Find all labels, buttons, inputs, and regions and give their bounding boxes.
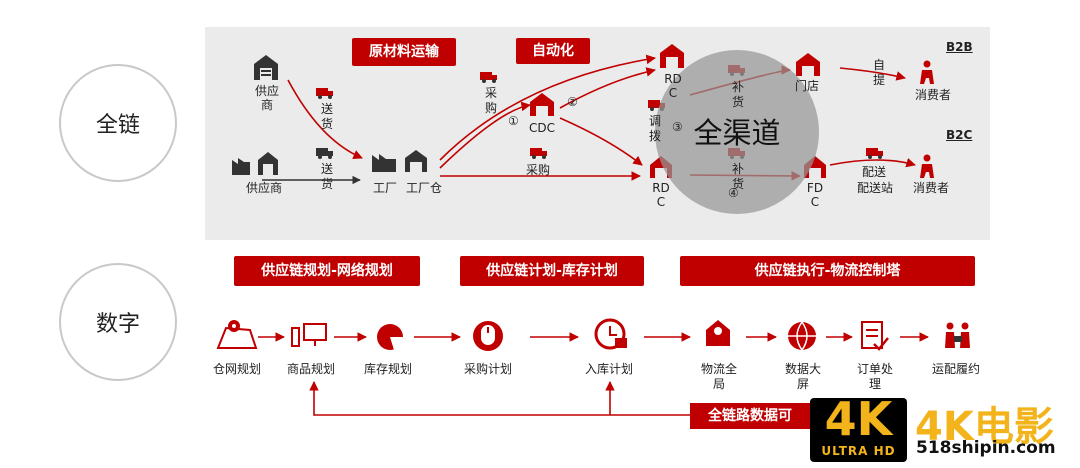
label-b2c: B2C — [946, 128, 973, 142]
omnichannel-circle — [655, 50, 819, 214]
label-rdc-bottom: RDC — [652, 181, 670, 209]
arrow-cdc-to-rdc-top — [559, 67, 656, 109]
envelope-icon — [706, 320, 730, 346]
label-delivery: 配送 — [862, 165, 887, 179]
supply-chain-panel — [205, 27, 990, 240]
monitor-icon — [291, 323, 327, 347]
label-transfer: 调拨 — [648, 114, 661, 143]
tag-raw-material-transport: 原材料运输 — [352, 38, 456, 66]
map-pin-icon — [216, 320, 258, 349]
label-num2: ② — [567, 95, 578, 109]
truck-icon — [316, 88, 333, 99]
tag-supply-chain-execution: 供应链执行-物流控制塔 — [680, 256, 975, 286]
arrow-store-to-consumer — [839, 67, 906, 81]
label-replenish-bottom: 补货 — [731, 162, 744, 191]
label-consumer-top: 消费者 — [915, 88, 952, 102]
label-replenish-top: 补货 — [731, 80, 744, 109]
label-factory-warehouse: 工厂仓 — [406, 181, 443, 195]
truck-icon — [316, 148, 333, 159]
truck-icon — [866, 148, 883, 159]
people-icon — [945, 322, 970, 348]
label-self-pickup: 自提 — [872, 58, 885, 87]
arrow-fdc-to-consumer — [829, 158, 916, 168]
label-num1: ① — [508, 114, 519, 128]
feedback-arrow-product — [309, 381, 690, 416]
label-rdc-top: RDC — [664, 72, 682, 100]
flow-label-order-processing: 订单处理 — [856, 362, 893, 391]
flow-label-inbound-planning: 入库计划 — [585, 362, 634, 376]
warehouse-icon — [530, 93, 554, 116]
arrow-factory-to-rdc-top — [439, 54, 656, 161]
label-factory: 工厂 — [373, 181, 398, 195]
label-num3: ③ — [672, 120, 683, 134]
label-fdc: FDC — [806, 181, 824, 209]
label-store: 门店 — [795, 79, 820, 93]
arrow-factory-to-cdc — [439, 101, 531, 169]
label-delivery-station: 配送站 — [857, 181, 894, 195]
truck-icon — [530, 148, 547, 159]
globe-icon — [788, 321, 816, 352]
warehouse-icon — [660, 44, 684, 68]
warehouse-icon — [258, 152, 278, 175]
flow-label-purchase-planning: 采购计划 — [464, 362, 513, 376]
arrow-cdc-to-rdc-bottom — [559, 117, 643, 166]
flow-label-data-screen: 数据大屏 — [784, 362, 821, 391]
label-num4: ④ — [728, 186, 739, 200]
omnichannel-label: 全渠道 — [693, 116, 781, 150]
watermark-4k: 4K — [824, 392, 893, 446]
warehouse-icon — [254, 55, 278, 80]
warehouse-icon — [405, 150, 427, 172]
flow-label-product-planning: 商品规划 — [287, 362, 336, 376]
tag-supply-chain-plan: 供应链计划-库存计划 — [460, 256, 644, 286]
row-label-digital: 数字 — [59, 263, 177, 381]
watermark-url: 518shipin.com — [916, 438, 1056, 458]
label-purchase-top: 采购 — [484, 86, 497, 115]
label-consumer-bottom: 消费者 — [913, 181, 950, 195]
tag-full-chain-visualization: 全链路数据可 — [690, 403, 810, 429]
label-supplier-top: 供应商 — [255, 84, 280, 112]
row-label-full-chain: 全链 — [59, 64, 177, 182]
person-icon — [920, 60, 934, 84]
truck-icon — [480, 72, 497, 83]
document-icon — [861, 321, 889, 351]
pie-icon — [377, 324, 404, 350]
label-send-bottom: 送货 — [320, 162, 333, 191]
watermark-ultra-hd: ULTRA HD — [821, 444, 896, 458]
label-send-top: 送货 — [320, 102, 333, 131]
label-cdc: CDC — [529, 121, 555, 135]
flow-label-warehouse-network-planning: 仓网规划 — [213, 362, 262, 376]
flow-label-fulfillment: 运配履约 — [932, 362, 981, 376]
label-supplier-bottom: 供应商 — [246, 181, 283, 195]
factory-icon — [372, 154, 396, 172]
factory-icon — [232, 158, 250, 175]
mouse-icon — [473, 321, 503, 351]
watermark-badge — [810, 398, 907, 462]
flow-label-logistics-overview: 物流全局 — [700, 362, 737, 391]
clock-icon — [594, 318, 627, 350]
tag-supply-chain-planning: 供应链规划-网络规划 — [234, 256, 420, 286]
person-icon — [920, 154, 934, 178]
arrow-supplier-to-factory — [287, 79, 363, 160]
tag-automation: 自动化 — [516, 38, 590, 64]
flow-label-inventory-planning: 库存规划 — [364, 362, 413, 376]
label-b2b: B2B — [946, 40, 973, 54]
watermark-name: 4K电影 — [915, 404, 1054, 450]
label-purchase-mid: 采购 — [526, 163, 551, 177]
warehouse-icon — [796, 53, 820, 76]
